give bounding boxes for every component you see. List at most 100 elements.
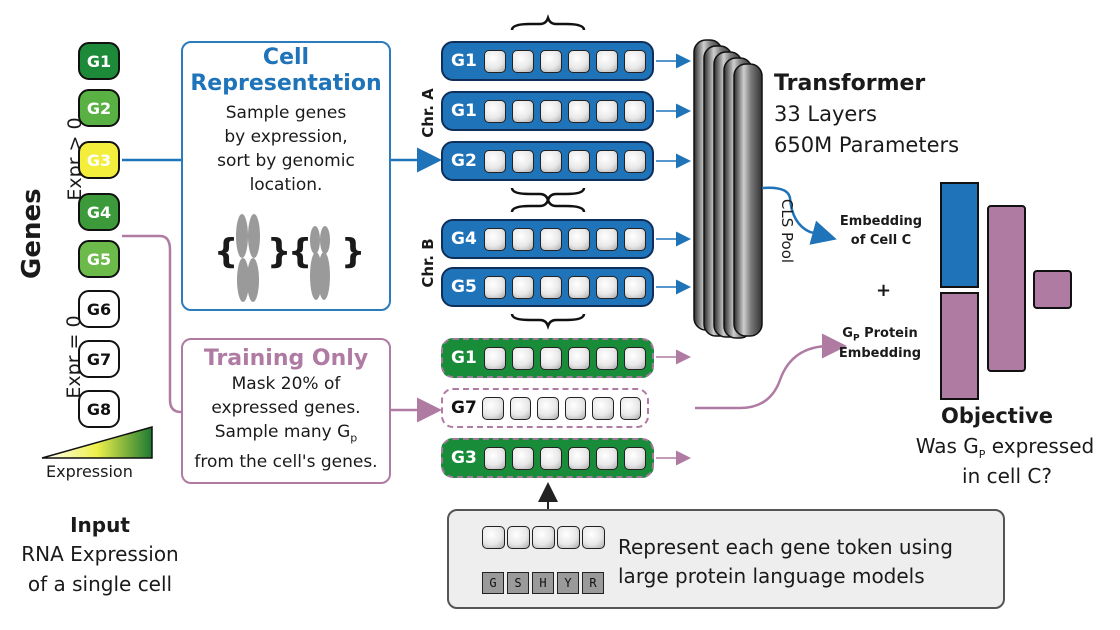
- gene-pill-g1: G1: [78, 42, 120, 80]
- token-cell: [511, 49, 534, 73]
- token-row-5: G5: [441, 267, 654, 307]
- token-cell: [539, 446, 562, 470]
- gene-pill-g2: G2: [78, 89, 120, 127]
- protein-lm-node: [557, 526, 580, 549]
- token-cell: [567, 275, 590, 299]
- token-cell: [539, 275, 562, 299]
- genes-title: Genes: [17, 188, 47, 279]
- cell-embedding-bar: [940, 182, 979, 288]
- token-cell: [483, 227, 506, 251]
- token-cell: [483, 346, 506, 370]
- chromosome-icon-1: [236, 214, 260, 302]
- g4-to-training-line: [122, 234, 182, 414]
- cellrep-body-1: Sample genes: [225, 103, 347, 123]
- objective-title: Objective: [941, 404, 1053, 428]
- token-cell: [509, 396, 532, 420]
- cell-embedding-label-1: Embedding: [839, 214, 923, 229]
- gene-pill-g8: G8: [78, 390, 120, 428]
- token-row-6: G1: [441, 338, 654, 378]
- token-cell: [623, 446, 646, 470]
- chr-a-label: Chr. A: [419, 88, 437, 138]
- protein-lm-letter: R: [582, 572, 604, 594]
- row-arrows: [656, 53, 691, 466]
- expression-gradient-triangle: [41, 426, 153, 459]
- plus-sign: +: [876, 280, 892, 301]
- transformer-stack: [693, 39, 763, 339]
- training-body-3: Sample many Gp: [183, 420, 389, 450]
- token-cell: [539, 49, 562, 73]
- protein-lm-letter: S: [507, 572, 529, 594]
- token-cell: [567, 346, 590, 370]
- cls-pool-arrow: [761, 186, 837, 245]
- token-cell: [595, 227, 618, 251]
- cellrep-body-3: sort by genomic: [217, 151, 355, 171]
- token-cell: [483, 99, 506, 123]
- token-cell: [539, 346, 562, 370]
- token-row-label: G7: [451, 398, 477, 418]
- objective-line1-rest: expressed: [985, 434, 1095, 458]
- protein-lm-node: [582, 526, 605, 549]
- gene-pill-g4: G4: [78, 193, 120, 231]
- token-row-1: G1: [441, 41, 654, 81]
- token-row-label: G1: [451, 348, 477, 368]
- gene-pill-g3: G3: [78, 141, 120, 179]
- token-row-label: G4: [451, 229, 477, 249]
- token-cell: [623, 149, 646, 173]
- token-row-label: G3: [451, 448, 477, 468]
- cellrep-title-1: Cell: [262, 45, 310, 70]
- protein-lm-box: [447, 509, 1005, 609]
- token-row-label: G1: [451, 51, 477, 71]
- protein-embedding-label-2: Embedding: [838, 346, 922, 361]
- token-row-2: G1: [441, 91, 654, 131]
- protein-embedding-g: G: [842, 326, 853, 341]
- token-cell: [537, 396, 559, 420]
- chromosome-brace-left-2: {: [288, 232, 313, 272]
- chromosome-brace-right-1: }: [267, 232, 292, 272]
- protein-lm-letter: H: [532, 572, 554, 594]
- training-body-3-main: Sample many G: [214, 422, 351, 442]
- token-cell: [511, 275, 534, 299]
- token-cell: [595, 99, 618, 123]
- token-cell: [511, 99, 534, 123]
- gene-pill-g7: G7: [78, 340, 120, 378]
- cell-representation-panel: Cell Representation Sample genes by expr…: [181, 41, 391, 311]
- masked-to-protein-arrow: [695, 333, 847, 410]
- token-cell: [567, 49, 590, 73]
- transformer-title: Transformer: [774, 71, 926, 96]
- token-row-label: G1: [451, 101, 477, 121]
- gene-pill-g6: G6: [78, 290, 120, 328]
- protein-lm-node: [532, 526, 555, 549]
- objective-line1-main: Was G: [915, 434, 979, 458]
- token-row-3: G2: [441, 141, 654, 181]
- protein-embedding-bar: [940, 292, 979, 400]
- input-line1: RNA Expression: [21, 542, 179, 566]
- training-title: Training Only: [203, 346, 369, 371]
- input-line2: of a single cell: [27, 572, 173, 596]
- training-body-4: from the cell's genes.: [194, 452, 378, 473]
- transformer-layers: 33 Layers: [774, 102, 877, 126]
- token-cell: [539, 149, 562, 173]
- token-cell: [567, 446, 590, 470]
- cellrep-body-4: location.: [249, 175, 323, 195]
- token-cell: [592, 396, 614, 420]
- token-cell: [567, 227, 590, 251]
- protein-lm-node: [507, 526, 530, 549]
- token-cell: [623, 275, 646, 299]
- token-cell: [482, 396, 504, 420]
- objective-hidden-bar: [987, 205, 1026, 372]
- objective-line1-sub: P: [978, 448, 986, 461]
- token-row-label: G5: [451, 277, 477, 297]
- cls-pool-label: CLS Pool: [778, 198, 796, 264]
- objective-line2: in cell C?: [962, 464, 1052, 488]
- protein-lm-letter: G: [482, 572, 504, 594]
- token-cell: [483, 446, 506, 470]
- brace-top: [510, 14, 586, 31]
- token-row-label: G2: [451, 151, 477, 171]
- token-cell: [539, 99, 562, 123]
- protein-embedding-label-1: GP Protein: [820, 326, 940, 344]
- token-cell: [511, 346, 534, 370]
- brace-bottom: [510, 313, 586, 330]
- token-cell: [564, 396, 587, 420]
- token-cell: [539, 227, 562, 251]
